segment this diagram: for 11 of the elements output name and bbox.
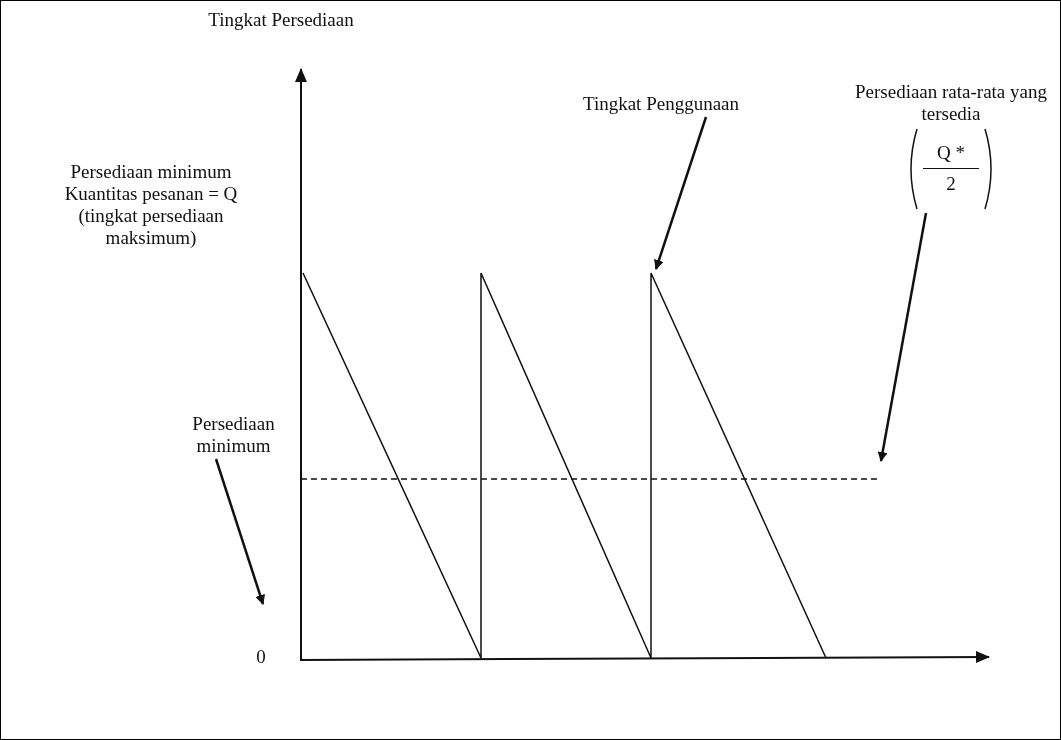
origin-label: 0 — [255, 646, 267, 668]
denominator: 2 — [946, 173, 956, 196]
annotation-text: Persediaan minimum Kuantitas pesanan = Q (tingkat persediaan maksimum) — [63, 161, 239, 249]
annotation-text: Persediaan rata-rata yang tersedia — [854, 81, 1048, 125]
annotation-text: Tingkat Penggunaan — [582, 93, 739, 115]
leader-arrow — [654, 116, 708, 270]
axis-title: Tingkat Persediaan — [207, 9, 355, 31]
leader-arrow — [214, 458, 265, 605]
annotation-text: Persediaan minimum — [191, 413, 276, 457]
leader-arrow — [877, 212, 928, 462]
numerator: Q * — [937, 142, 965, 165]
